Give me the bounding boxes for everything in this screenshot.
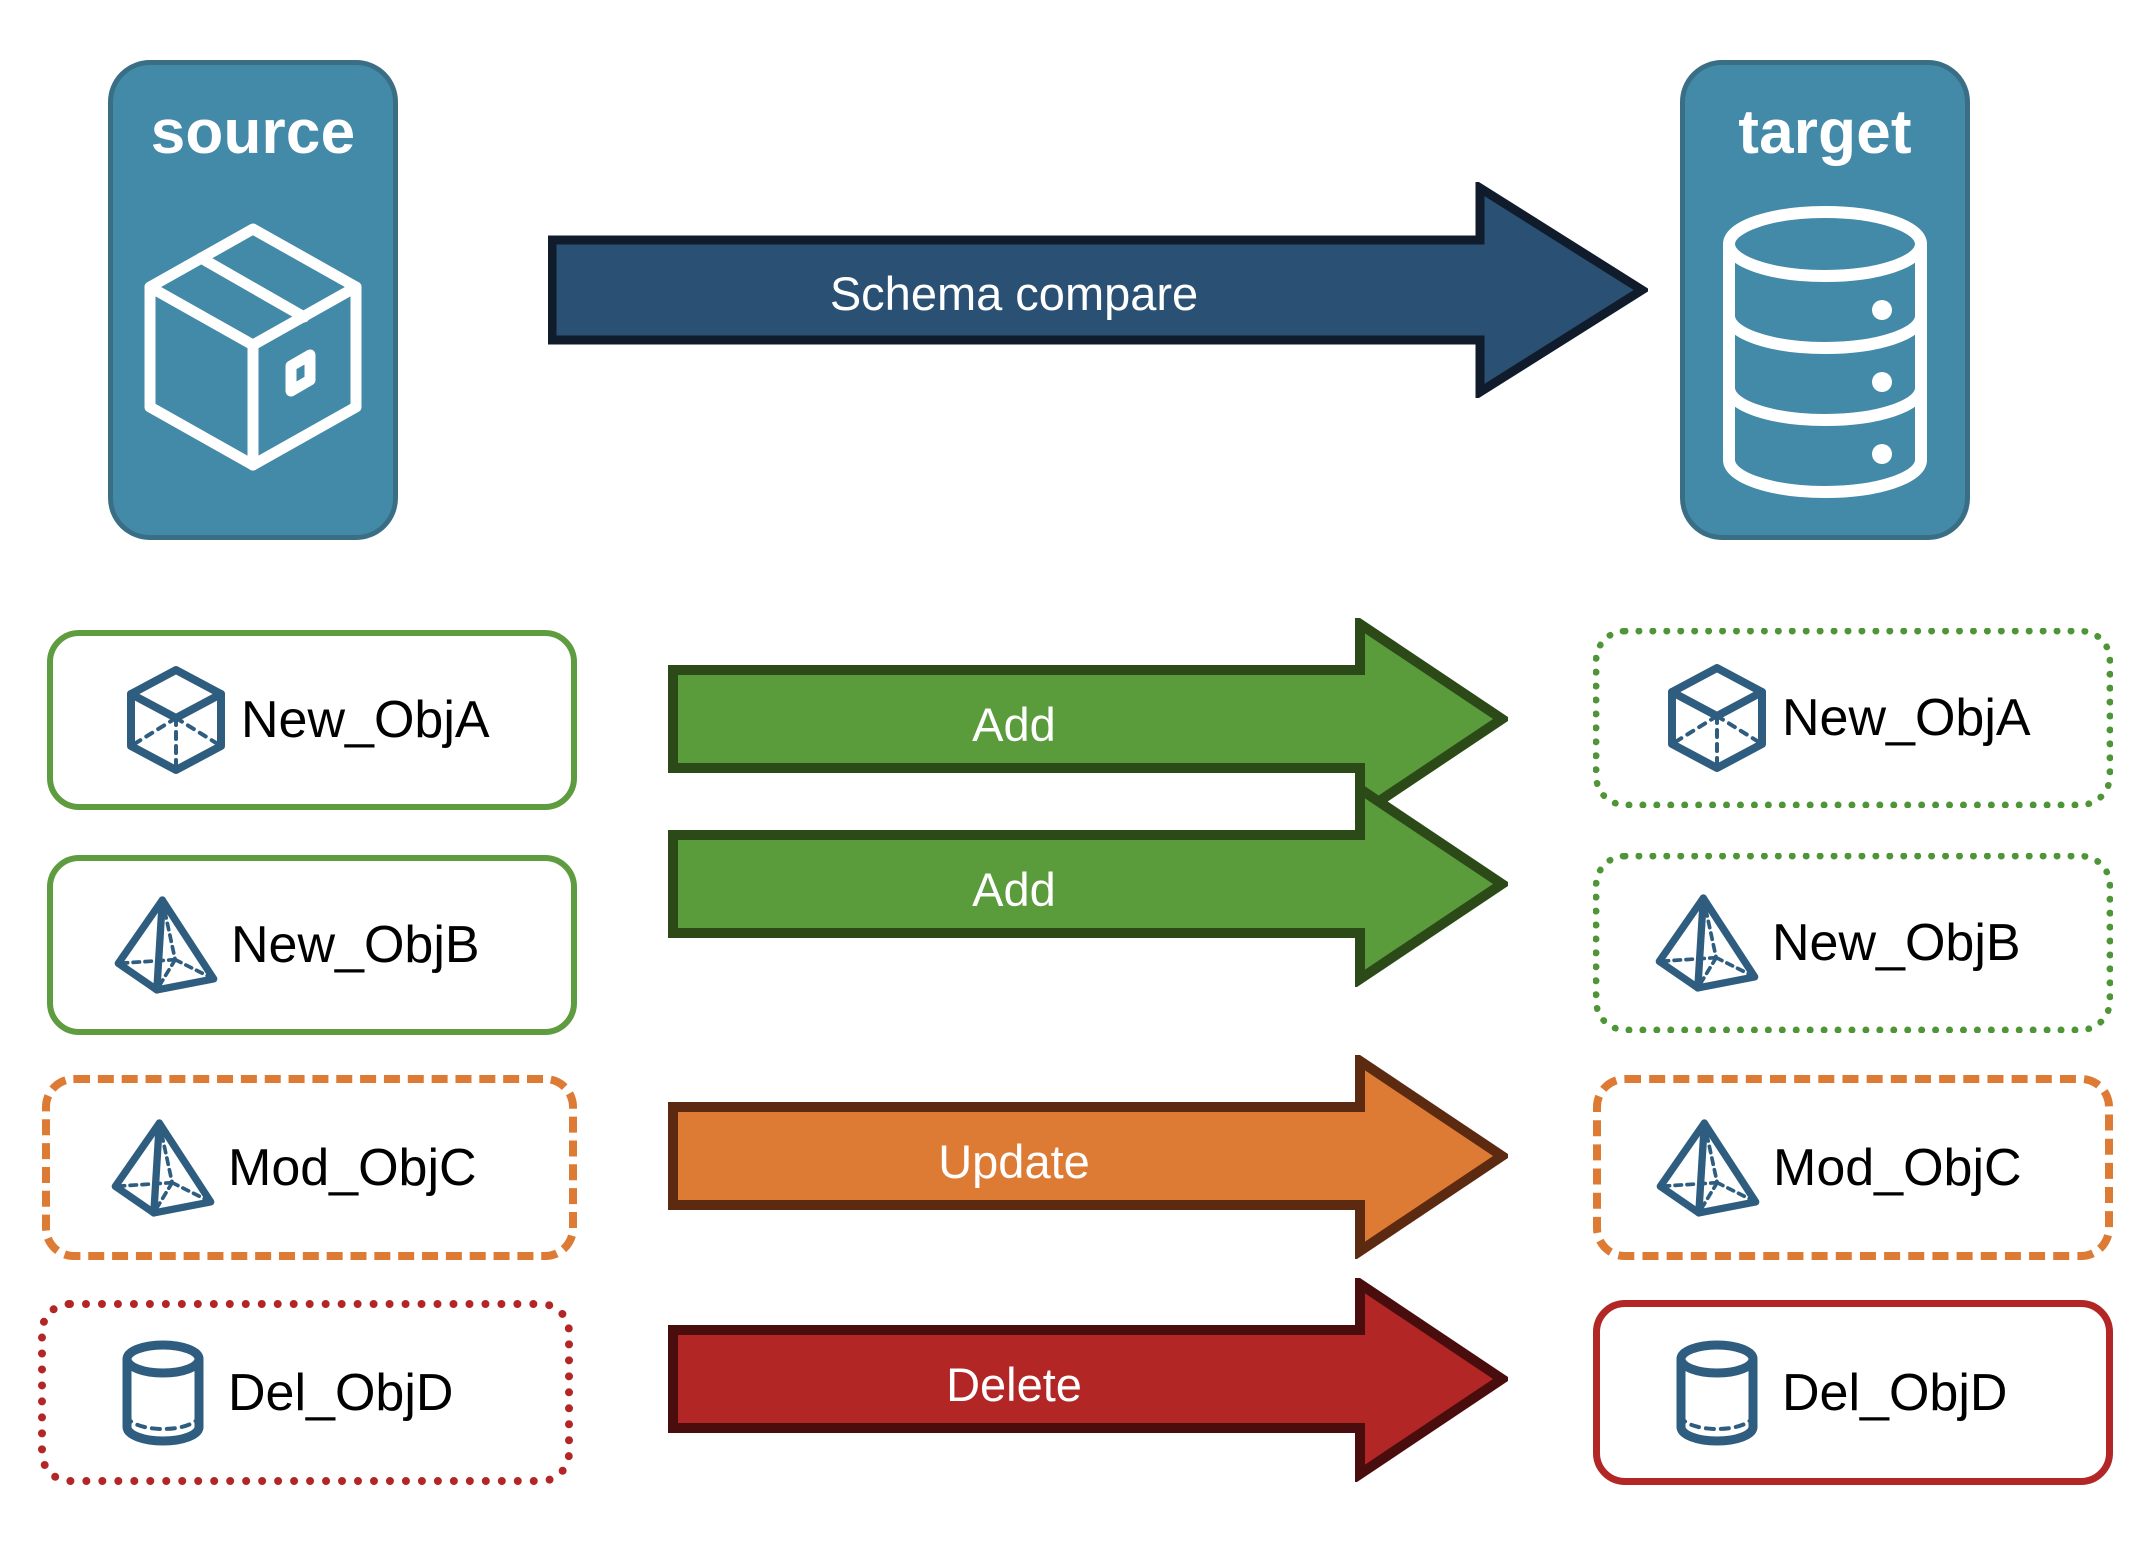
pyramid-wireframe-icon <box>1652 888 1762 998</box>
target-object-card-4: Del_ObjD <box>1593 1300 2113 1485</box>
cylinder-wireframe-icon <box>1662 1338 1772 1448</box>
package-box-icon <box>113 168 393 535</box>
action-arrow-label-4: Delete <box>946 1358 1082 1411</box>
action-arrow-1: Add <box>668 614 1511 824</box>
target-endpoint-card: target <box>1680 60 1970 540</box>
target-endpoint-title: target <box>1738 98 1912 167</box>
target-object-label-2: New_ObjB <box>1772 914 2021 972</box>
target-object-label-3: Mod_ObjC <box>1773 1138 2022 1197</box>
source-endpoint-title: source <box>150 98 356 167</box>
action-arrow-2: Add <box>668 779 1511 989</box>
target-object-card-2: New_ObjB <box>1593 853 2113 1033</box>
cube-wireframe-icon <box>1662 663 1772 773</box>
action-arrow-3: Update <box>668 1051 1511 1261</box>
pyramid-wireframe-icon <box>1653 1113 1763 1223</box>
source-endpoint-card: source <box>108 60 398 540</box>
target-object-label-1: New_ObjA <box>1782 689 2031 747</box>
action-arrow-label-1: Add <box>972 698 1056 751</box>
action-arrow-4: Delete <box>668 1274 1511 1484</box>
source-object-card-1: New_ObjA <box>47 630 577 810</box>
pyramid-wireframe-icon <box>108 1113 218 1223</box>
cube-wireframe-icon <box>121 665 231 775</box>
target-object-card-1: New_ObjA <box>1593 628 2113 808</box>
source-object-card-2: New_ObjB <box>47 855 577 1035</box>
target-object-label-4: Del_ObjD <box>1782 1363 2008 1422</box>
schema-compare-arrow: Schema compare <box>547 179 1651 401</box>
source-object-label-2: New_ObjB <box>231 916 480 974</box>
source-object-card-3: Mod_ObjC <box>42 1075 577 1260</box>
database-cylinder-icon <box>1685 168 1965 535</box>
action-arrow-label-3: Update <box>938 1135 1090 1188</box>
pyramid-wireframe-icon <box>111 890 221 1000</box>
target-object-card-3: Mod_ObjC <box>1593 1075 2113 1260</box>
cylinder-wireframe-icon <box>108 1338 218 1448</box>
source-object-label-1: New_ObjA <box>241 691 490 749</box>
source-object-label-3: Mod_ObjC <box>228 1138 477 1197</box>
action-arrow-label-2: Add <box>972 863 1056 916</box>
source-object-card-4: Del_ObjD <box>38 1300 573 1485</box>
schema-compare-label: Schema compare <box>829 267 1199 320</box>
source-object-label-4: Del_ObjD <box>228 1363 454 1422</box>
